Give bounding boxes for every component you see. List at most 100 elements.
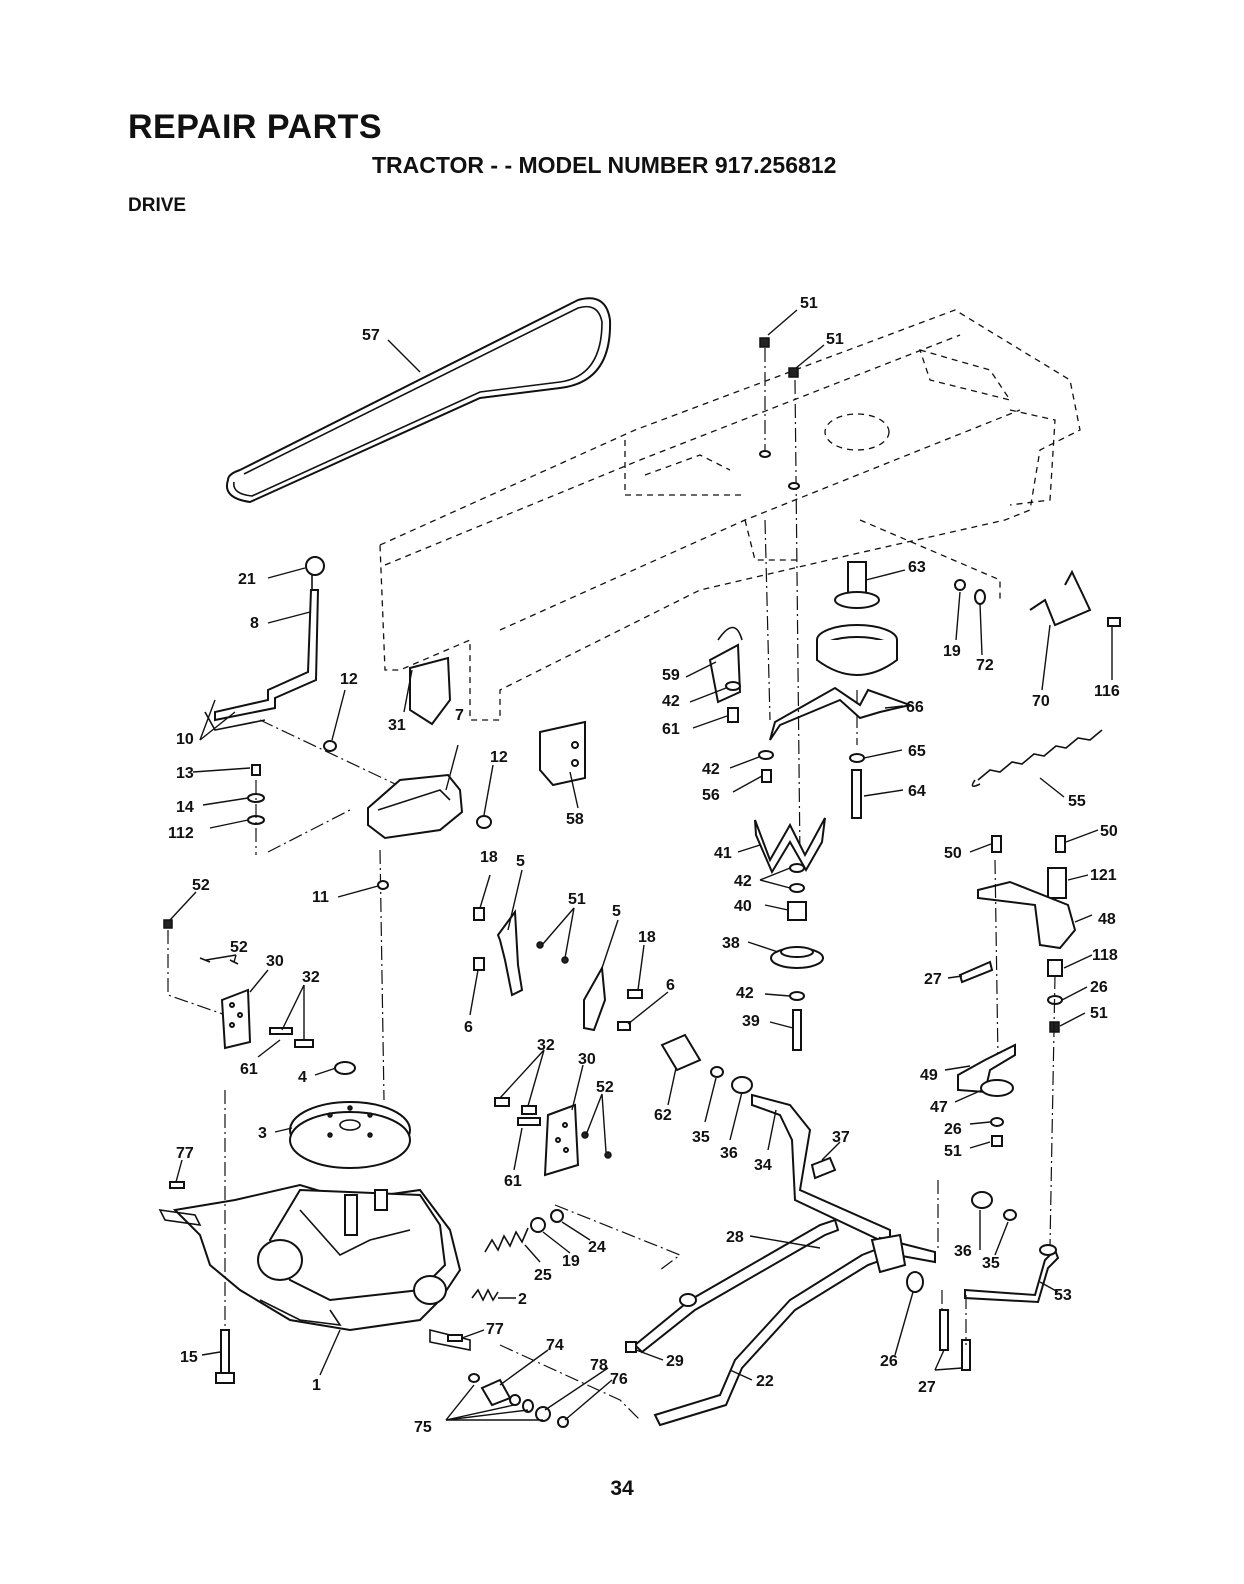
- callout-47: 47: [930, 1099, 948, 1116]
- right-arm-assembly: [958, 835, 1077, 1246]
- callout-35-a: 35: [692, 1129, 710, 1146]
- model-subtitle: TRACTOR - - MODEL NUMBER 917.256812: [372, 152, 837, 178]
- callout-49: 49: [920, 1067, 938, 1084]
- callout-14: 14: [176, 799, 194, 816]
- callout-42-b: 42: [702, 761, 720, 778]
- callout-59: 59: [662, 667, 680, 684]
- callout-116: 116: [1094, 683, 1120, 700]
- callout-55: 55: [1068, 793, 1086, 810]
- callout-51-a: 51: [800, 295, 818, 312]
- linkage-rods: [625, 1218, 924, 1427]
- callout-30-a: 30: [266, 953, 284, 970]
- callout-24: 24: [588, 1239, 606, 1256]
- springs-and-bushings: [471, 1204, 682, 1302]
- drive-belt: [226, 297, 612, 504]
- callout-112: 112: [168, 825, 194, 842]
- callout-11: 11: [312, 889, 329, 906]
- callout-48: 48: [1098, 911, 1116, 928]
- callout-39: 39: [742, 1013, 760, 1030]
- callout-61-b: 61: [240, 1061, 258, 1078]
- right-lower-hardware: [957, 1043, 1016, 1147]
- callout-5-a: 5: [516, 853, 525, 870]
- callout-27-b: 27: [918, 1379, 936, 1396]
- callout-36-a: 36: [720, 1145, 738, 1162]
- callout-65: 65: [908, 743, 926, 760]
- callout-18-a: 18: [480, 849, 498, 866]
- callout-51-e: 51: [944, 1143, 962, 1160]
- callout-10: 10: [176, 731, 194, 748]
- callout-56: 56: [702, 787, 720, 804]
- callout-32-b: 32: [537, 1037, 555, 1054]
- center-brackets-5: [473, 907, 643, 1032]
- callout-29: 29: [666, 1353, 684, 1370]
- callout-75: 75: [414, 1419, 432, 1436]
- callout-63: 63: [908, 559, 926, 576]
- callout-27-a: 27: [924, 971, 942, 988]
- center-pulley-stack: [764, 379, 914, 861]
- leader-lines: [169, 309, 1113, 1421]
- callout-3: 3: [258, 1125, 267, 1142]
- hardware-washers-left: [247, 740, 492, 855]
- callout-62: 62: [654, 1107, 672, 1124]
- callout-5-b: 5: [612, 903, 621, 920]
- callout-4: 4: [298, 1069, 307, 1086]
- callout-36-b: 36: [954, 1243, 972, 1260]
- callout-77-b: 77: [486, 1321, 504, 1338]
- callout-28: 28: [726, 1229, 744, 1246]
- callout-58: 58: [566, 811, 584, 828]
- callout-30-b: 30: [578, 1051, 596, 1068]
- callout-78: 78: [590, 1357, 608, 1374]
- transmission-pulley-3: [289, 1101, 411, 1169]
- spring-55: [971, 729, 1103, 788]
- callout-labels: 57 51 51 63 19 72 70 116 21 8 12 10 31 7…: [168, 295, 1120, 1436]
- callout-51-b: 51: [826, 331, 844, 348]
- callout-26-c: 26: [880, 1353, 898, 1370]
- callout-21: 21: [238, 571, 256, 588]
- callout-32-a: 32: [302, 969, 320, 986]
- callout-42-a: 42: [662, 693, 680, 710]
- callout-52-c: 52: [596, 1079, 614, 1096]
- callout-51-d: 51: [568, 891, 586, 908]
- callout-35-b: 35: [982, 1255, 1000, 1272]
- right-upper-hardware: [954, 569, 1121, 627]
- callout-15: 15: [180, 1349, 198, 1366]
- callout-19-a: 19: [943, 643, 961, 660]
- callout-42-d: 42: [736, 985, 754, 1002]
- callout-52-a: 52: [192, 877, 210, 894]
- callout-57: 57: [362, 327, 380, 344]
- clip-and-hardware-59: [708, 626, 774, 783]
- callout-8: 8: [250, 615, 259, 632]
- callout-19-b: 19: [562, 1253, 580, 1270]
- callout-6-a: 6: [666, 977, 675, 994]
- callout-31: 31: [388, 717, 406, 734]
- transaxle-1: [158, 1090, 471, 1384]
- callout-50-b: 50: [944, 845, 962, 862]
- callout-77-a: 77: [176, 1145, 194, 1162]
- axle-hardware: [169, 1181, 641, 1428]
- callout-41: 41: [714, 845, 732, 862]
- page-number: 34: [610, 1477, 634, 1500]
- callout-26-a: 26: [1090, 979, 1108, 996]
- callout-26-b: 26: [944, 1121, 962, 1138]
- callout-52-b: 52: [230, 939, 248, 956]
- callout-76: 76: [610, 1371, 628, 1388]
- section-label: DRIVE: [128, 195, 187, 216]
- callout-38: 38: [722, 935, 740, 952]
- lower-right-rod-53: [937, 1180, 1060, 1371]
- callout-61-a: 61: [662, 721, 680, 738]
- idler-pulley-assembly: [754, 817, 826, 1051]
- callout-37: 37: [832, 1129, 850, 1146]
- callout-72: 72: [976, 657, 994, 674]
- top-nuts: [759, 337, 800, 490]
- callout-40: 40: [734, 898, 752, 915]
- callout-42-c: 42: [734, 873, 752, 890]
- callout-12-b: 12: [490, 749, 508, 766]
- callout-18-b: 18: [638, 929, 656, 946]
- callout-13: 13: [176, 765, 194, 782]
- callout-25: 25: [534, 1267, 552, 1284]
- callout-61-c: 61: [504, 1173, 522, 1190]
- callout-1: 1: [312, 1377, 321, 1394]
- callout-66: 66: [906, 699, 924, 716]
- callout-118: 118: [1092, 947, 1118, 964]
